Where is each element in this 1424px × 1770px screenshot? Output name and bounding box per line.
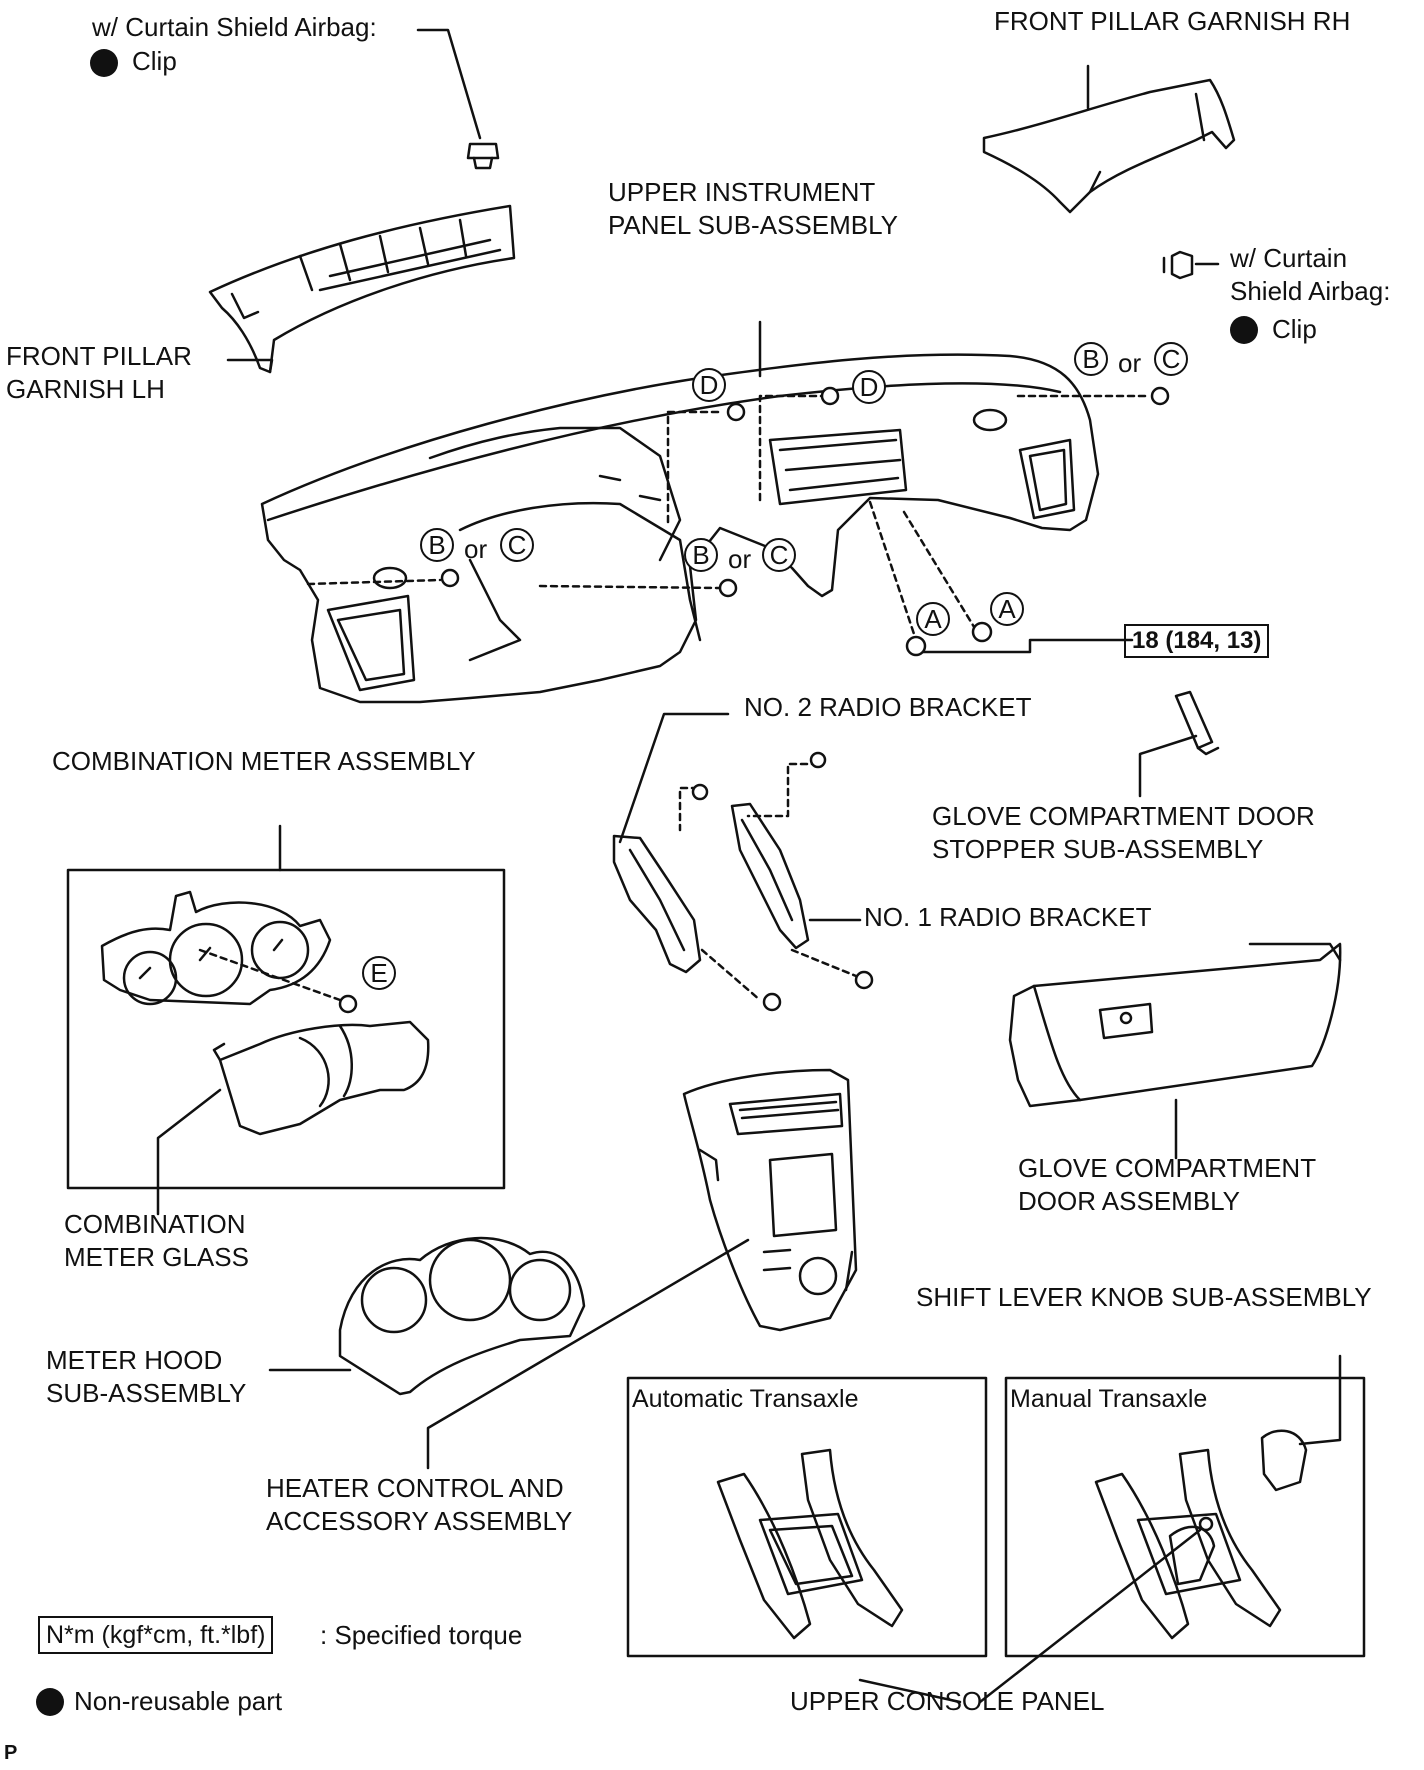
meter-glass-label: COMBINATION METER GLASS (64, 1209, 249, 1272)
no1-radio-bracket-part (730, 802, 810, 950)
corner-mark: P (4, 1742, 18, 1764)
shift-knob-part (1260, 1429, 1308, 1492)
fastener-b-right: B (1074, 342, 1108, 376)
clip-note-top-label: w/ Curtain Shield Airbag: (92, 12, 377, 42)
combination-meter-box (66, 868, 506, 1190)
automatic-transaxle-box (626, 1376, 988, 1658)
fastener-c-right: C (1154, 342, 1188, 376)
fastener-b-left: B (420, 528, 454, 562)
no1-radio-bracket-label: NO. 1 RADIO BRACKET (864, 902, 1152, 932)
legend-nonreusable-text: Non-reusable part (74, 1686, 283, 1716)
front-pillar-rh-label: FRONT PILLAR GARNISH RH (994, 6, 1351, 36)
clip-top-label: Clip (132, 46, 177, 76)
glove-stopper-label: GLOVE COMPARTMENT DOOR STOPPER SUB-ASSEM… (932, 801, 1315, 864)
leader-console-2 (978, 1528, 1202, 1704)
torque-value-box: 18 (184, 13) (1124, 624, 1270, 658)
combination-meter-label: COMBINATION METER ASSEMBLY (52, 746, 476, 776)
fastener-b-mid: B (684, 538, 718, 572)
automatic-transaxle-label: Automatic Transaxle (632, 1385, 859, 1413)
clip-note-right-label: w/ Curtain Shield Airbag: (1230, 243, 1391, 306)
heater-control-part (682, 1068, 858, 1332)
panel-bolts (338, 386, 1170, 1014)
fastener-e: E (362, 956, 396, 990)
leader-no2-radio (618, 712, 730, 844)
fastener-a-left: A (916, 602, 950, 636)
leader-clip-top (416, 28, 482, 140)
front-pillar-lh-label: FRONT PILLAR GARNISH LH (6, 341, 192, 404)
leader-console-1 (858, 1678, 962, 1704)
nonreusable-dot-right (1230, 316, 1258, 344)
clip-right-label: Clip (1272, 314, 1317, 344)
clip-top-part (466, 142, 500, 170)
manual-transaxle-label: Manual Transaxle (1010, 1385, 1208, 1413)
shift-knob-label: SHIFT LEVER KNOB SUB-ASSEMBLY (916, 1282, 1372, 1312)
upper-panel-label: UPPER INSTRUMENT PANEL SUB-ASSEMBLY (608, 177, 898, 240)
combination-meter-part (100, 890, 332, 1006)
legend-nonreusable-dot (36, 1688, 64, 1716)
meter-hood-part (338, 1236, 586, 1396)
fastener-d-left: D (692, 368, 726, 402)
meter-hood-label: METER HOOD SUB-ASSEMBLY (46, 1345, 247, 1408)
upper-instrument-panel-part (260, 353, 1100, 704)
front-pillar-garnish-rh-part (982, 78, 1236, 214)
or-mid: or (728, 544, 752, 574)
legend-torque-box: N*m (kgf*cm, ft.*lbf) (38, 1616, 274, 1654)
leader-heater (426, 1238, 750, 1470)
console-panel-automatic-part (716, 1448, 904, 1640)
heater-control-label: HEATER CONTROL AND ACCESSORY ASSEMBLY (266, 1473, 573, 1536)
no2-radio-bracket-label: NO. 2 RADIO BRACKET (744, 692, 1032, 722)
fastener-a-right: A (990, 592, 1024, 626)
glove-compartment-door-part (1008, 942, 1342, 1108)
console-panel-manual-part (1094, 1448, 1282, 1640)
front-pillar-garnish-lh-part (208, 204, 516, 374)
upper-console-label: UPPER CONSOLE PANEL (790, 1686, 1105, 1716)
manual-transaxle-box (1004, 1376, 1366, 1658)
or-left: or (464, 534, 488, 564)
combination-meter-glass-part (212, 1020, 430, 1136)
clip-right-part (1162, 250, 1194, 280)
fastener-c-left: C (500, 528, 534, 562)
leader-meter-glass (156, 1088, 222, 1216)
fastener-d-right: D (852, 370, 886, 404)
no2-radio-bracket-part (612, 834, 702, 974)
glove-door-label: GLOVE COMPARTMENT DOOR ASSEMBLY (1018, 1153, 1317, 1216)
leader-shift-knob (1298, 1354, 1342, 1446)
nonreusable-dot-top (90, 49, 118, 77)
or-right: or (1118, 348, 1142, 378)
glove-stopper-part (1174, 690, 1220, 756)
leader-torque-a (916, 638, 1134, 654)
fastener-c-mid: C (762, 538, 796, 572)
legend-torque-text: : Specified torque (320, 1620, 523, 1650)
leader-glove-stopper (1138, 734, 1198, 798)
panel-dashed-paths (198, 394, 1152, 1002)
